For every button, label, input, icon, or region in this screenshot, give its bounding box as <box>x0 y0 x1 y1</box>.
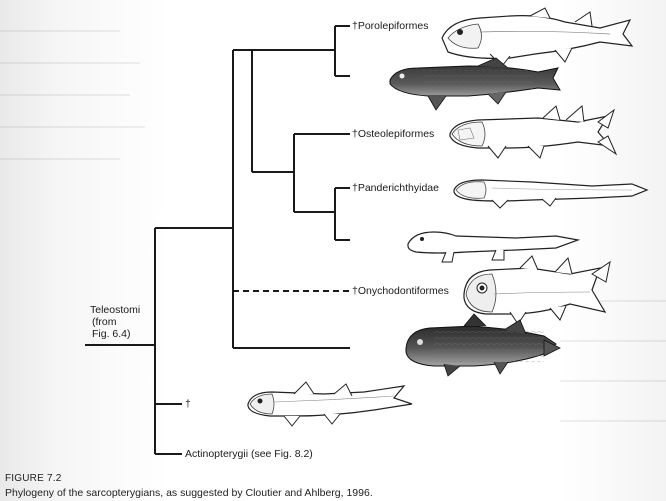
onychodontiform-fish-illustration <box>463 255 611 325</box>
blank-label-area <box>350 344 405 356</box>
porolepiform-fish-illustration <box>441 7 634 67</box>
bleed-through-line <box>0 158 120 160</box>
bleed-through-line <box>0 30 120 32</box>
outgroup-label-teleostomi: Teleostomi (from Fig. 6.4) <box>90 304 140 340</box>
figure-caption: Phylogeny of the sarcopterygians, as sug… <box>5 487 373 499</box>
taxon-label-extinct-lower: † <box>185 398 191 410</box>
bleed-through-line <box>560 380 666 382</box>
bleed-through-line <box>0 94 130 96</box>
osteolepiform-fish-illustration <box>449 105 618 159</box>
taxon-label-onychodontiformes: †Onychodontiformes <box>352 285 449 297</box>
lower-extinct-fish-illustration <box>247 381 413 427</box>
blank-label-area <box>155 212 255 224</box>
taxon-label-porolepiformes: †Porolepiformes <box>352 20 429 32</box>
panderichthys-illustration <box>453 179 649 209</box>
tree-branches <box>85 25 350 455</box>
outgroup-line: Teleostomi <box>90 304 141 316</box>
bleed-through-line <box>0 126 145 128</box>
coelacanth-illustration <box>405 313 561 377</box>
early-tetrapod-illustration <box>407 231 581 263</box>
blank-label-area <box>190 395 250 409</box>
figure-title: FIGURE 7.2 <box>5 473 62 484</box>
outgroup-line: (from <box>92 316 117 328</box>
taxon-label-actinopterygii: Actinopterygii (see Fig. 8.2) <box>185 448 313 460</box>
taxon-label-panderichthyidae: †Panderichthyidae <box>352 182 439 194</box>
blank-label-area <box>230 320 310 332</box>
bleed-through-line <box>560 420 666 422</box>
lungfish-illustration <box>389 57 561 111</box>
outgroup-line: Fig. 6.4) <box>92 328 131 340</box>
bleed-through-line <box>0 62 140 64</box>
blank-label-area <box>350 236 410 248</box>
taxon-label-osteolepiformes: †Osteolepiformes <box>352 128 435 140</box>
bleed-through-line <box>560 300 666 302</box>
bleed-through-line <box>560 340 666 342</box>
